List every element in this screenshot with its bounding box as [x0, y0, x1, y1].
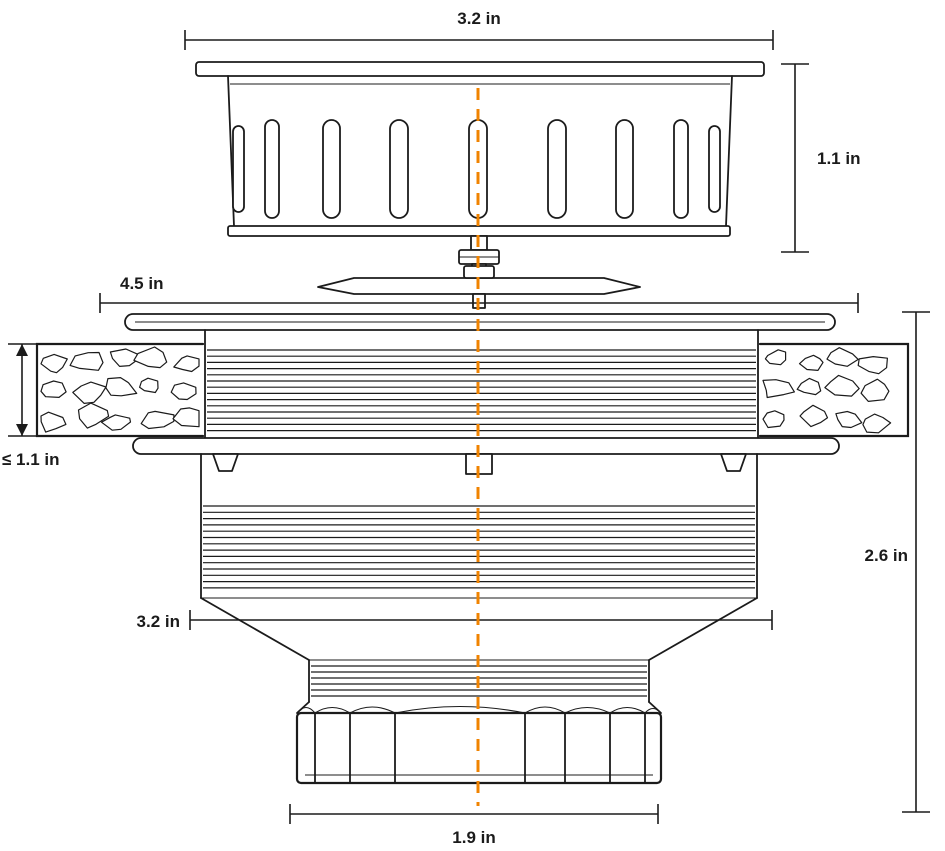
- stone-aggregate: [140, 410, 175, 430]
- dim-strainer-width: 3.2 in: [184, 9, 774, 50]
- stone-aggregate: [170, 382, 197, 401]
- dim-body-height-label: 2.6 in: [865, 546, 908, 565]
- dim-arrow-up: [16, 344, 28, 356]
- taper-left: [200, 597, 310, 661]
- basket-wall-right: [725, 75, 733, 227]
- stone-aggregate-right: [762, 347, 892, 434]
- dim-body-width: 3.2 in: [137, 610, 773, 631]
- strainer-slot: [673, 119, 689, 219]
- stone-aggregate-left: [40, 346, 200, 433]
- strainer-slot: [615, 119, 634, 219]
- stone-aggregate: [857, 356, 889, 375]
- stone-aggregate: [762, 410, 785, 429]
- basket-rim: [195, 61, 765, 77]
- stone-aggregate: [172, 407, 200, 428]
- stone-aggregate: [799, 404, 829, 428]
- stone-aggregate: [173, 355, 200, 373]
- stone-aggregate: [764, 349, 787, 366]
- strainer-slot: [389, 119, 409, 219]
- basket-bottom-lip: [227, 225, 731, 237]
- upper-threaded-body: [204, 329, 759, 439]
- taper-right: [648, 597, 758, 661]
- stone-aggregate: [796, 377, 822, 396]
- stone-aggregate: [105, 377, 138, 397]
- countertop-right: [758, 342, 910, 438]
- lower-threaded-body: [200, 453, 758, 661]
- stone-aggregate: [762, 379, 796, 399]
- countertop-left: [35, 342, 205, 438]
- strainer-slot: [264, 119, 280, 219]
- washer-plate: [132, 437, 840, 455]
- stone-aggregate: [77, 402, 110, 429]
- washer-tab-right: [720, 453, 747, 472]
- stone-aggregate: [40, 353, 68, 374]
- washer-tab-left: [212, 453, 239, 472]
- stone-aggregate: [100, 414, 132, 431]
- dim-nut-width: 1.9 in: [289, 804, 659, 847]
- dim-body-height: 2.6 in: [865, 311, 930, 813]
- dim-counter-thickness: ≤ 1.1 in: [2, 343, 60, 469]
- strainer-slot: [708, 125, 721, 213]
- dim-body-width-label: 3.2 in: [137, 612, 180, 631]
- counter-outline-right: [758, 342, 910, 438]
- dim-strainer-width-label: 3.2 in: [457, 9, 500, 28]
- dim-nut-width-label: 1.9 in: [452, 828, 495, 847]
- dim-counter-thickness-label: ≤ 1.1 in: [2, 450, 60, 469]
- stone-aggregate: [139, 377, 159, 394]
- counter-outline-left: [35, 342, 205, 438]
- stone-aggregate: [40, 380, 67, 398]
- stone-aggregate: [109, 348, 138, 367]
- strainer-slot: [322, 119, 341, 219]
- nut-top-chamfer: [296, 705, 662, 714]
- stone-aggregate: [798, 354, 824, 371]
- stone-aggregate: [72, 381, 107, 404]
- strainer-basket: [195, 61, 765, 278]
- upper-thread-lines: [207, 349, 756, 432]
- dim-flange-width-label: 4.5 in: [120, 274, 163, 293]
- stone-aggregate: [133, 346, 168, 369]
- stone-aggregate: [40, 411, 67, 433]
- stone-aggregate: [862, 413, 892, 434]
- lower-thread-lines: [203, 505, 755, 589]
- stone-aggregate: [860, 378, 890, 402]
- stone-aggregate: [835, 410, 863, 429]
- dim-strainer-height: 1.1 in: [781, 63, 860, 253]
- dim-arrow-down: [16, 424, 28, 436]
- stone-aggregate: [69, 351, 104, 371]
- strainer-slot: [547, 119, 567, 219]
- locknut-washer: [132, 437, 840, 475]
- strainer-slot: [232, 125, 245, 213]
- stone-aggregate: [826, 347, 859, 367]
- sink-flange: [124, 313, 836, 331]
- stone-aggregate: [824, 374, 860, 397]
- dim-strainer-height-label: 1.1 in: [817, 149, 860, 168]
